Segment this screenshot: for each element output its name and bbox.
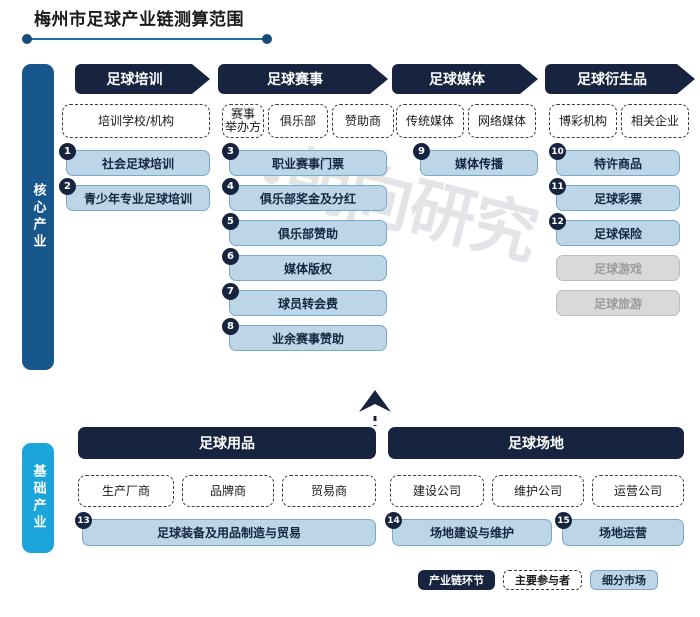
segment-box[interactable]: 14 场地建设与维护 xyxy=(385,512,552,546)
segment-label: 职业赛事门票 xyxy=(271,156,344,171)
chevron-header-1[interactable]: 足球培训 xyxy=(75,64,210,94)
segment-label: 社会足球培训 xyxy=(101,156,174,171)
segment-number-badge: 13 xyxy=(75,512,92,529)
segment-box-disabled: 足球游戏 xyxy=(556,255,680,281)
segment-number-badge: 5 xyxy=(222,213,239,230)
legend-item-chain-node: 产业链环节 xyxy=(418,570,495,590)
title-underline-line xyxy=(30,38,264,40)
segment-label: 足球游戏 xyxy=(593,261,642,276)
segment-label: 媒体版权 xyxy=(283,261,332,276)
segment-label: 俱乐部奖金及分红 xyxy=(259,191,356,206)
legend-item-segment: 细分市场 xyxy=(590,570,658,590)
segment-number-badge: 11 xyxy=(549,178,566,195)
segment-box[interactable]: 10 特许商品 xyxy=(549,143,680,176)
participant-chip[interactable]: 建设公司 xyxy=(390,475,484,507)
title-dot-right xyxy=(262,34,272,44)
segment-label: 媒体传播 xyxy=(454,156,503,171)
title-dot-left xyxy=(22,34,32,44)
segment-number-badge: 12 xyxy=(549,213,566,230)
segment-number-badge: 8 xyxy=(222,318,239,335)
segment-number-badge: 7 xyxy=(222,283,239,300)
participant-chip[interactable]: 培训学校/机构 xyxy=(62,104,210,138)
page-title: 梅州市足球产业链测算范围 xyxy=(22,9,272,44)
chevron-header-2[interactable]: 足球赛事 xyxy=(218,64,388,94)
segment-label: 青少年专业足球培训 xyxy=(83,191,192,206)
chevron-header-4[interactable]: 足球衍生品 xyxy=(545,64,695,94)
core-industry-label: 核心产业 xyxy=(22,64,54,370)
segment-box[interactable]: 2 青少年专业足球培训 xyxy=(59,178,210,211)
segment-label: 场地建设与维护 xyxy=(429,526,514,540)
participant-chip[interactable]: 运营公司 xyxy=(592,475,684,507)
legend: 产业链环节 主要参与者 细分市场 xyxy=(418,570,658,590)
participant-chip[interactable]: 俱乐部 xyxy=(268,104,328,138)
basic-section-header-1[interactable]: 足球用品 xyxy=(78,427,376,459)
segment-label: 场地运营 xyxy=(598,526,647,540)
segment-box[interactable]: 15 场地运营 xyxy=(555,512,684,546)
segment-label: 足球装备及用品制造与贸易 xyxy=(156,526,301,540)
segment-box[interactable]: 1 社会足球培训 xyxy=(59,143,210,176)
connector-arrow-icon xyxy=(359,390,391,426)
segment-box[interactable]: 11 足球彩票 xyxy=(549,178,680,211)
segment-label: 俱乐部赞助 xyxy=(277,226,338,241)
segment-label: 业余赛事赞助 xyxy=(271,331,344,346)
segment-box-disabled: 足球旅游 xyxy=(556,290,680,316)
legend-item-participant: 主要参与者 xyxy=(503,570,582,590)
participant-chip[interactable]: 赛事举办方 xyxy=(222,104,264,138)
segment-number-badge: 3 xyxy=(222,143,239,160)
participant-chip[interactable]: 博彩机构 xyxy=(549,104,617,138)
title-underline xyxy=(22,34,272,44)
segment-box[interactable]: 9 媒体传播 xyxy=(413,143,538,176)
segment-number-badge: 14 xyxy=(385,512,402,529)
segment-number-badge: 2 xyxy=(59,178,76,195)
segment-label: 特许商品 xyxy=(593,156,642,171)
participant-chip[interactable]: 相关企业 xyxy=(621,104,689,138)
participant-chip[interactable]: 维护公司 xyxy=(492,475,584,507)
participant-chip[interactable]: 传统媒体 xyxy=(396,104,464,138)
segment-label: 足球彩票 xyxy=(593,191,642,206)
segment-number-badge: 10 xyxy=(549,143,566,160)
segment-number-badge: 4 xyxy=(222,178,239,195)
segment-box[interactable]: 4 俱乐部奖金及分红 xyxy=(222,178,387,211)
segment-label: 足球旅游 xyxy=(593,296,642,311)
segment-number-badge: 6 xyxy=(222,248,239,265)
segment-box[interactable]: 5 俱乐部赞助 xyxy=(222,213,387,246)
segment-number-badge: 9 xyxy=(413,143,430,160)
basic-section-header-2[interactable]: 足球场地 xyxy=(388,427,684,459)
participant-chip[interactable]: 品牌商 xyxy=(182,475,274,507)
segment-label: 足球保险 xyxy=(593,226,642,241)
participant-chip[interactable]: 网络媒体 xyxy=(468,104,536,138)
chevron-header-3[interactable]: 足球媒体 xyxy=(392,64,538,94)
segment-box[interactable]: 8 业余赛事赞助 xyxy=(222,318,387,351)
segment-box[interactable]: 3 职业赛事门票 xyxy=(222,143,387,176)
segment-box[interactable]: 6 媒体版权 xyxy=(222,248,387,281)
participant-chip[interactable]: 贸易商 xyxy=(282,475,376,507)
segment-number-badge: 15 xyxy=(555,512,572,529)
segment-box[interactable]: 13 足球装备及用品制造与贸易 xyxy=(75,512,376,546)
page-title-text: 梅州市足球产业链测算范围 xyxy=(34,10,244,30)
segment-label: 球员转会费 xyxy=(277,296,338,311)
segment-box[interactable]: 7 球员转会费 xyxy=(222,283,387,316)
participant-chip[interactable]: 赞助商 xyxy=(332,104,394,138)
basic-industry-label: 基础产业 xyxy=(22,443,54,553)
participant-chip[interactable]: 生产厂商 xyxy=(78,475,174,507)
segment-number-badge: 1 xyxy=(59,143,76,160)
segment-box[interactable]: 12 足球保险 xyxy=(549,213,680,246)
